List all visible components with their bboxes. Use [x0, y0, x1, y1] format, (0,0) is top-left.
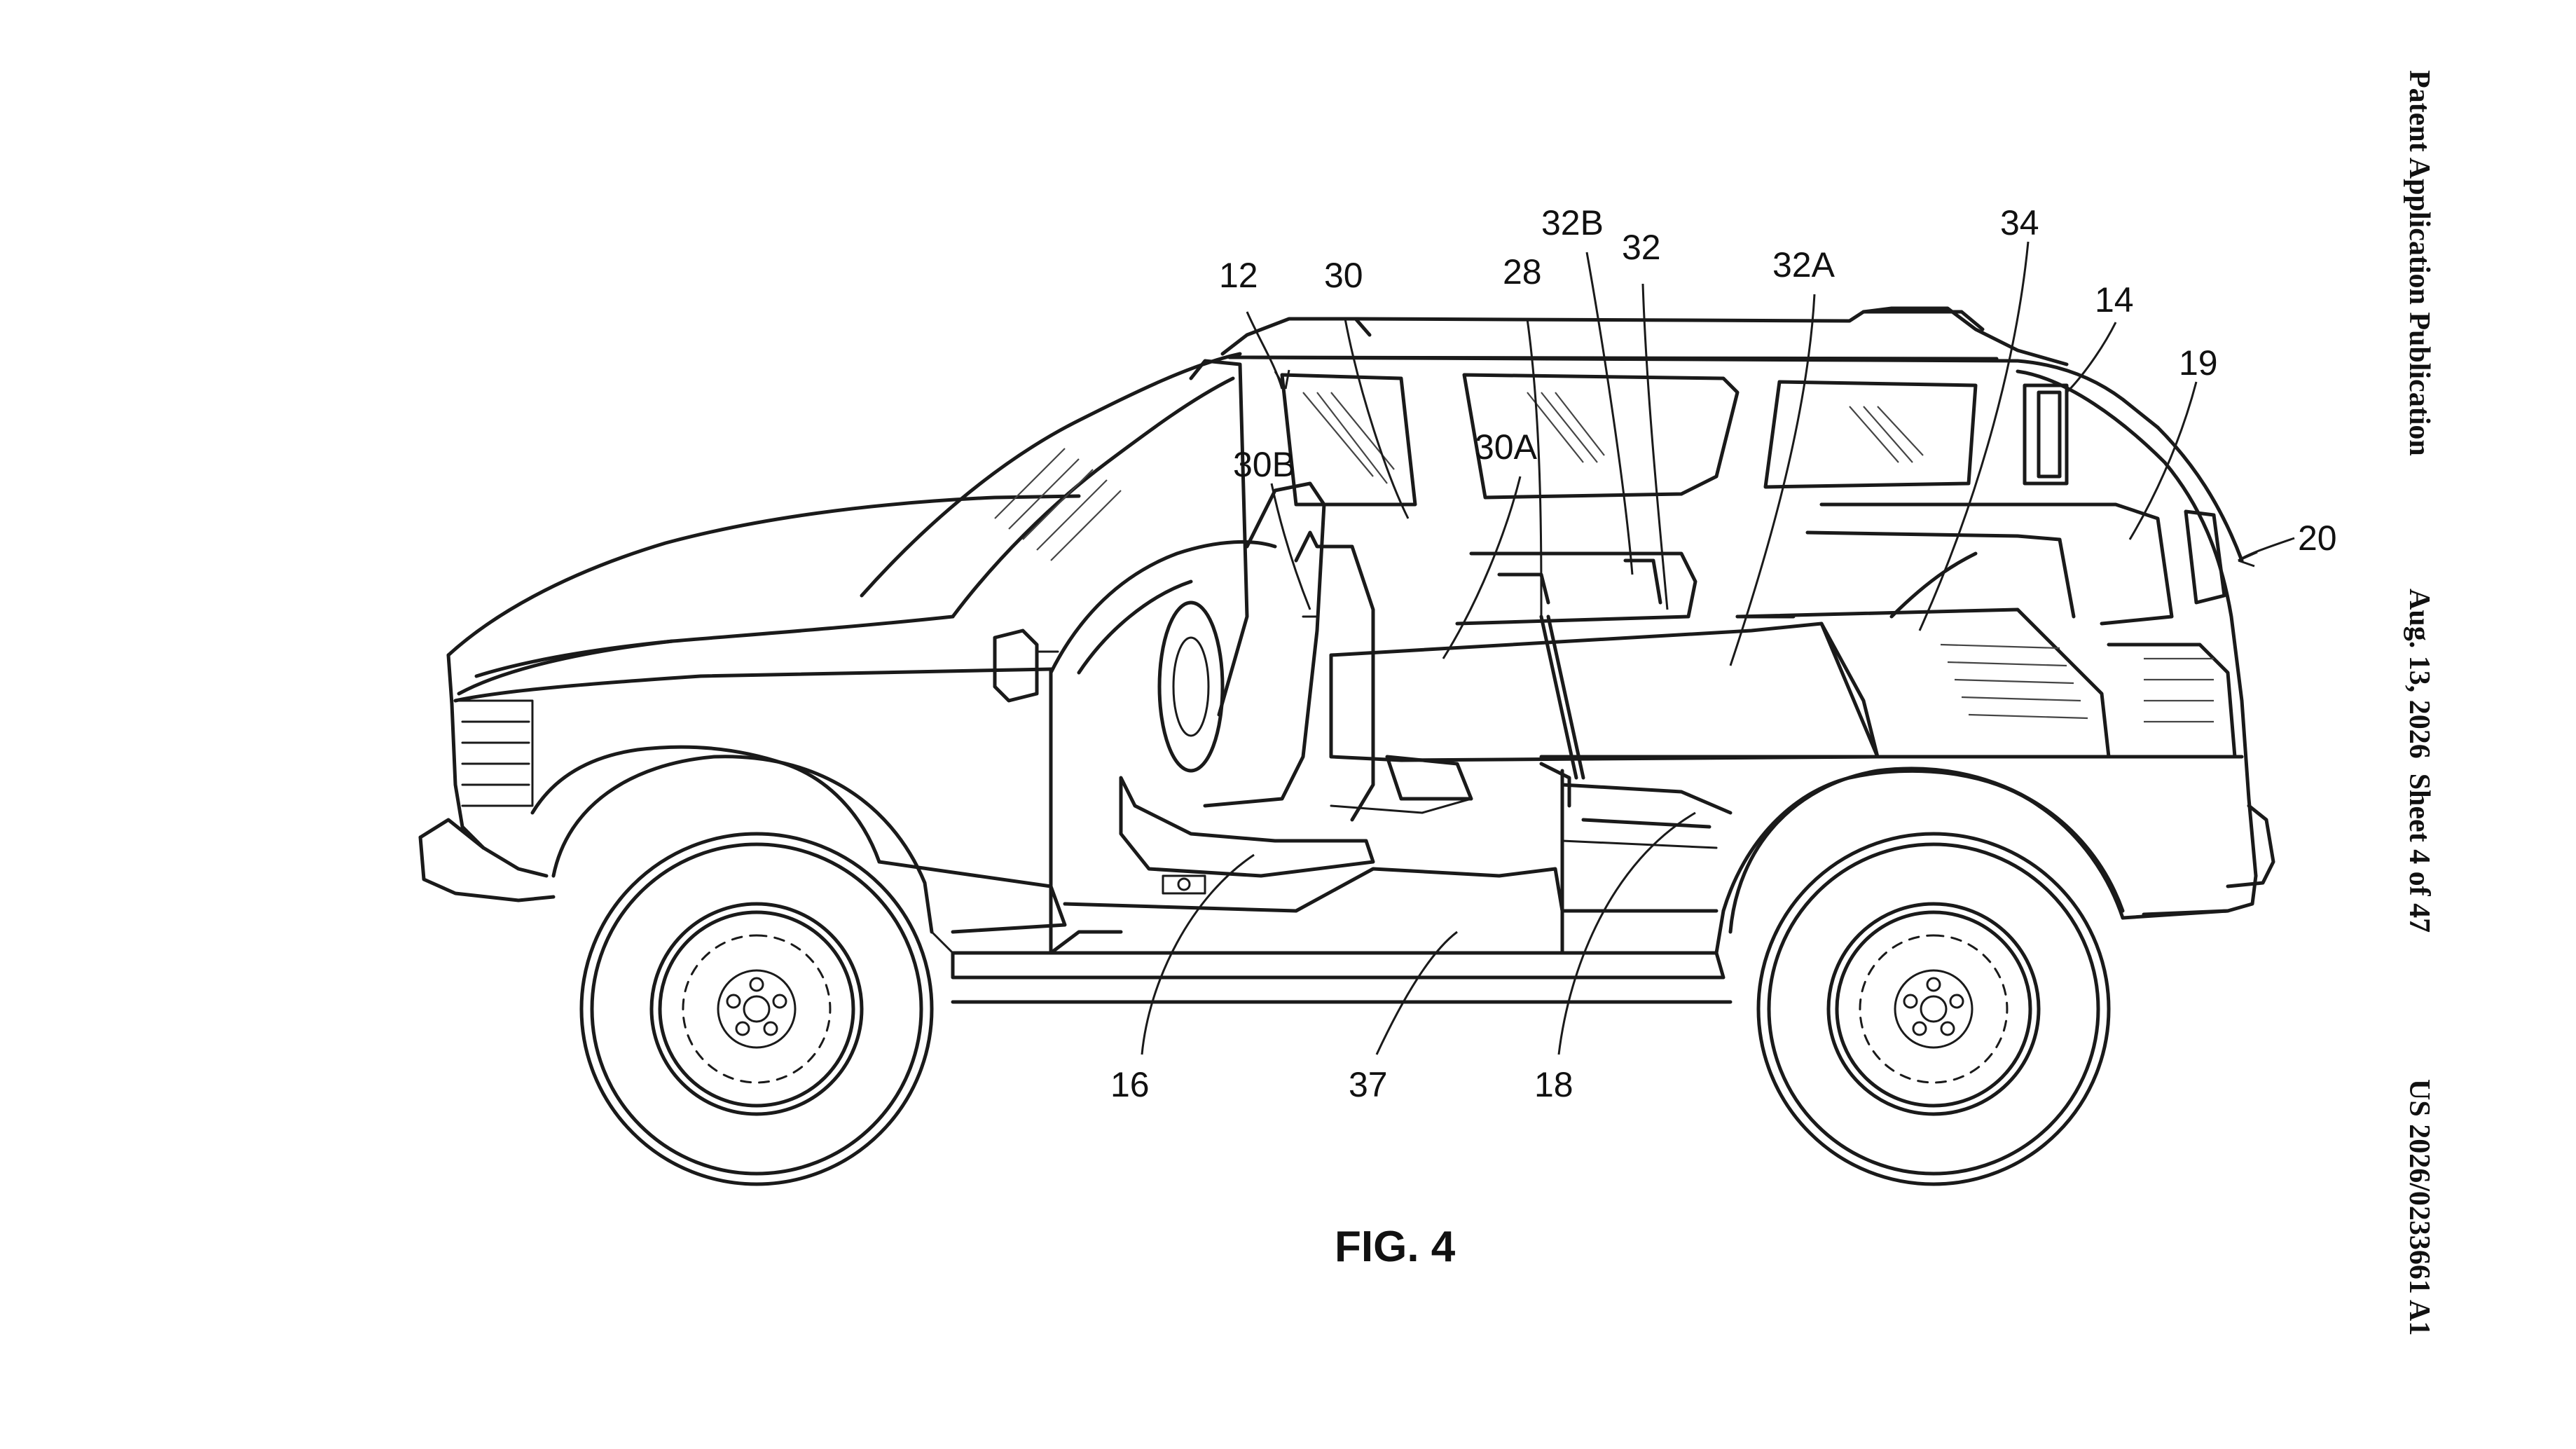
body-outline — [418, 352, 2275, 1004]
ref-37: 37 — [1349, 1065, 1388, 1104]
ref-30: 30 — [1324, 256, 1363, 295]
interior-seats — [1049, 481, 1733, 913]
ref-32: 32 — [1622, 228, 1661, 267]
ref-30A: 30A — [1475, 427, 1538, 467]
header-date-sheet: Aug. 13, 2026 Sheet 4 of 47 — [2403, 589, 2435, 933]
ref-30B: 30B — [1233, 445, 1295, 484]
leader-lines — [1141, 241, 2295, 1055]
ref-28: 28 — [1503, 252, 1542, 291]
ref-32B: 32B — [1541, 203, 1604, 242]
header-publication-number: US 2026/0233661 A1 — [2403, 1079, 2435, 1335]
wheel-arches — [551, 755, 2125, 934]
front-wheel — [579, 832, 934, 1186]
ref-12: 12 — [1219, 256, 1258, 295]
rear-wheel — [1756, 832, 2111, 1186]
header-publication-type: Patent Application Publication — [2403, 70, 2435, 456]
figure-caption: FIG. 4 — [1335, 1223, 1456, 1271]
patent-header: Patent Application Publication Aug. 13, … — [2403, 70, 2435, 1335]
ref-32A: 32A — [1772, 245, 1835, 284]
ref-14: 14 — [2095, 280, 2134, 320]
ref-34: 34 — [2000, 203, 2039, 242]
reference-numerals: 12 30 28 32B 32 32A 34 14 19 20 30B 30A … — [1110, 203, 2337, 1104]
ref-16: 16 — [1110, 1065, 1150, 1104]
ref-18: 18 — [1534, 1065, 1573, 1104]
vehicle-side-view — [418, 306, 2275, 1186]
side-mirror — [993, 629, 1059, 703]
ref-19: 19 — [2179, 343, 2218, 383]
ref-20: 20 — [2298, 519, 2337, 558]
cargo-deck — [1329, 502, 2214, 780]
side-windows — [994, 373, 2226, 605]
